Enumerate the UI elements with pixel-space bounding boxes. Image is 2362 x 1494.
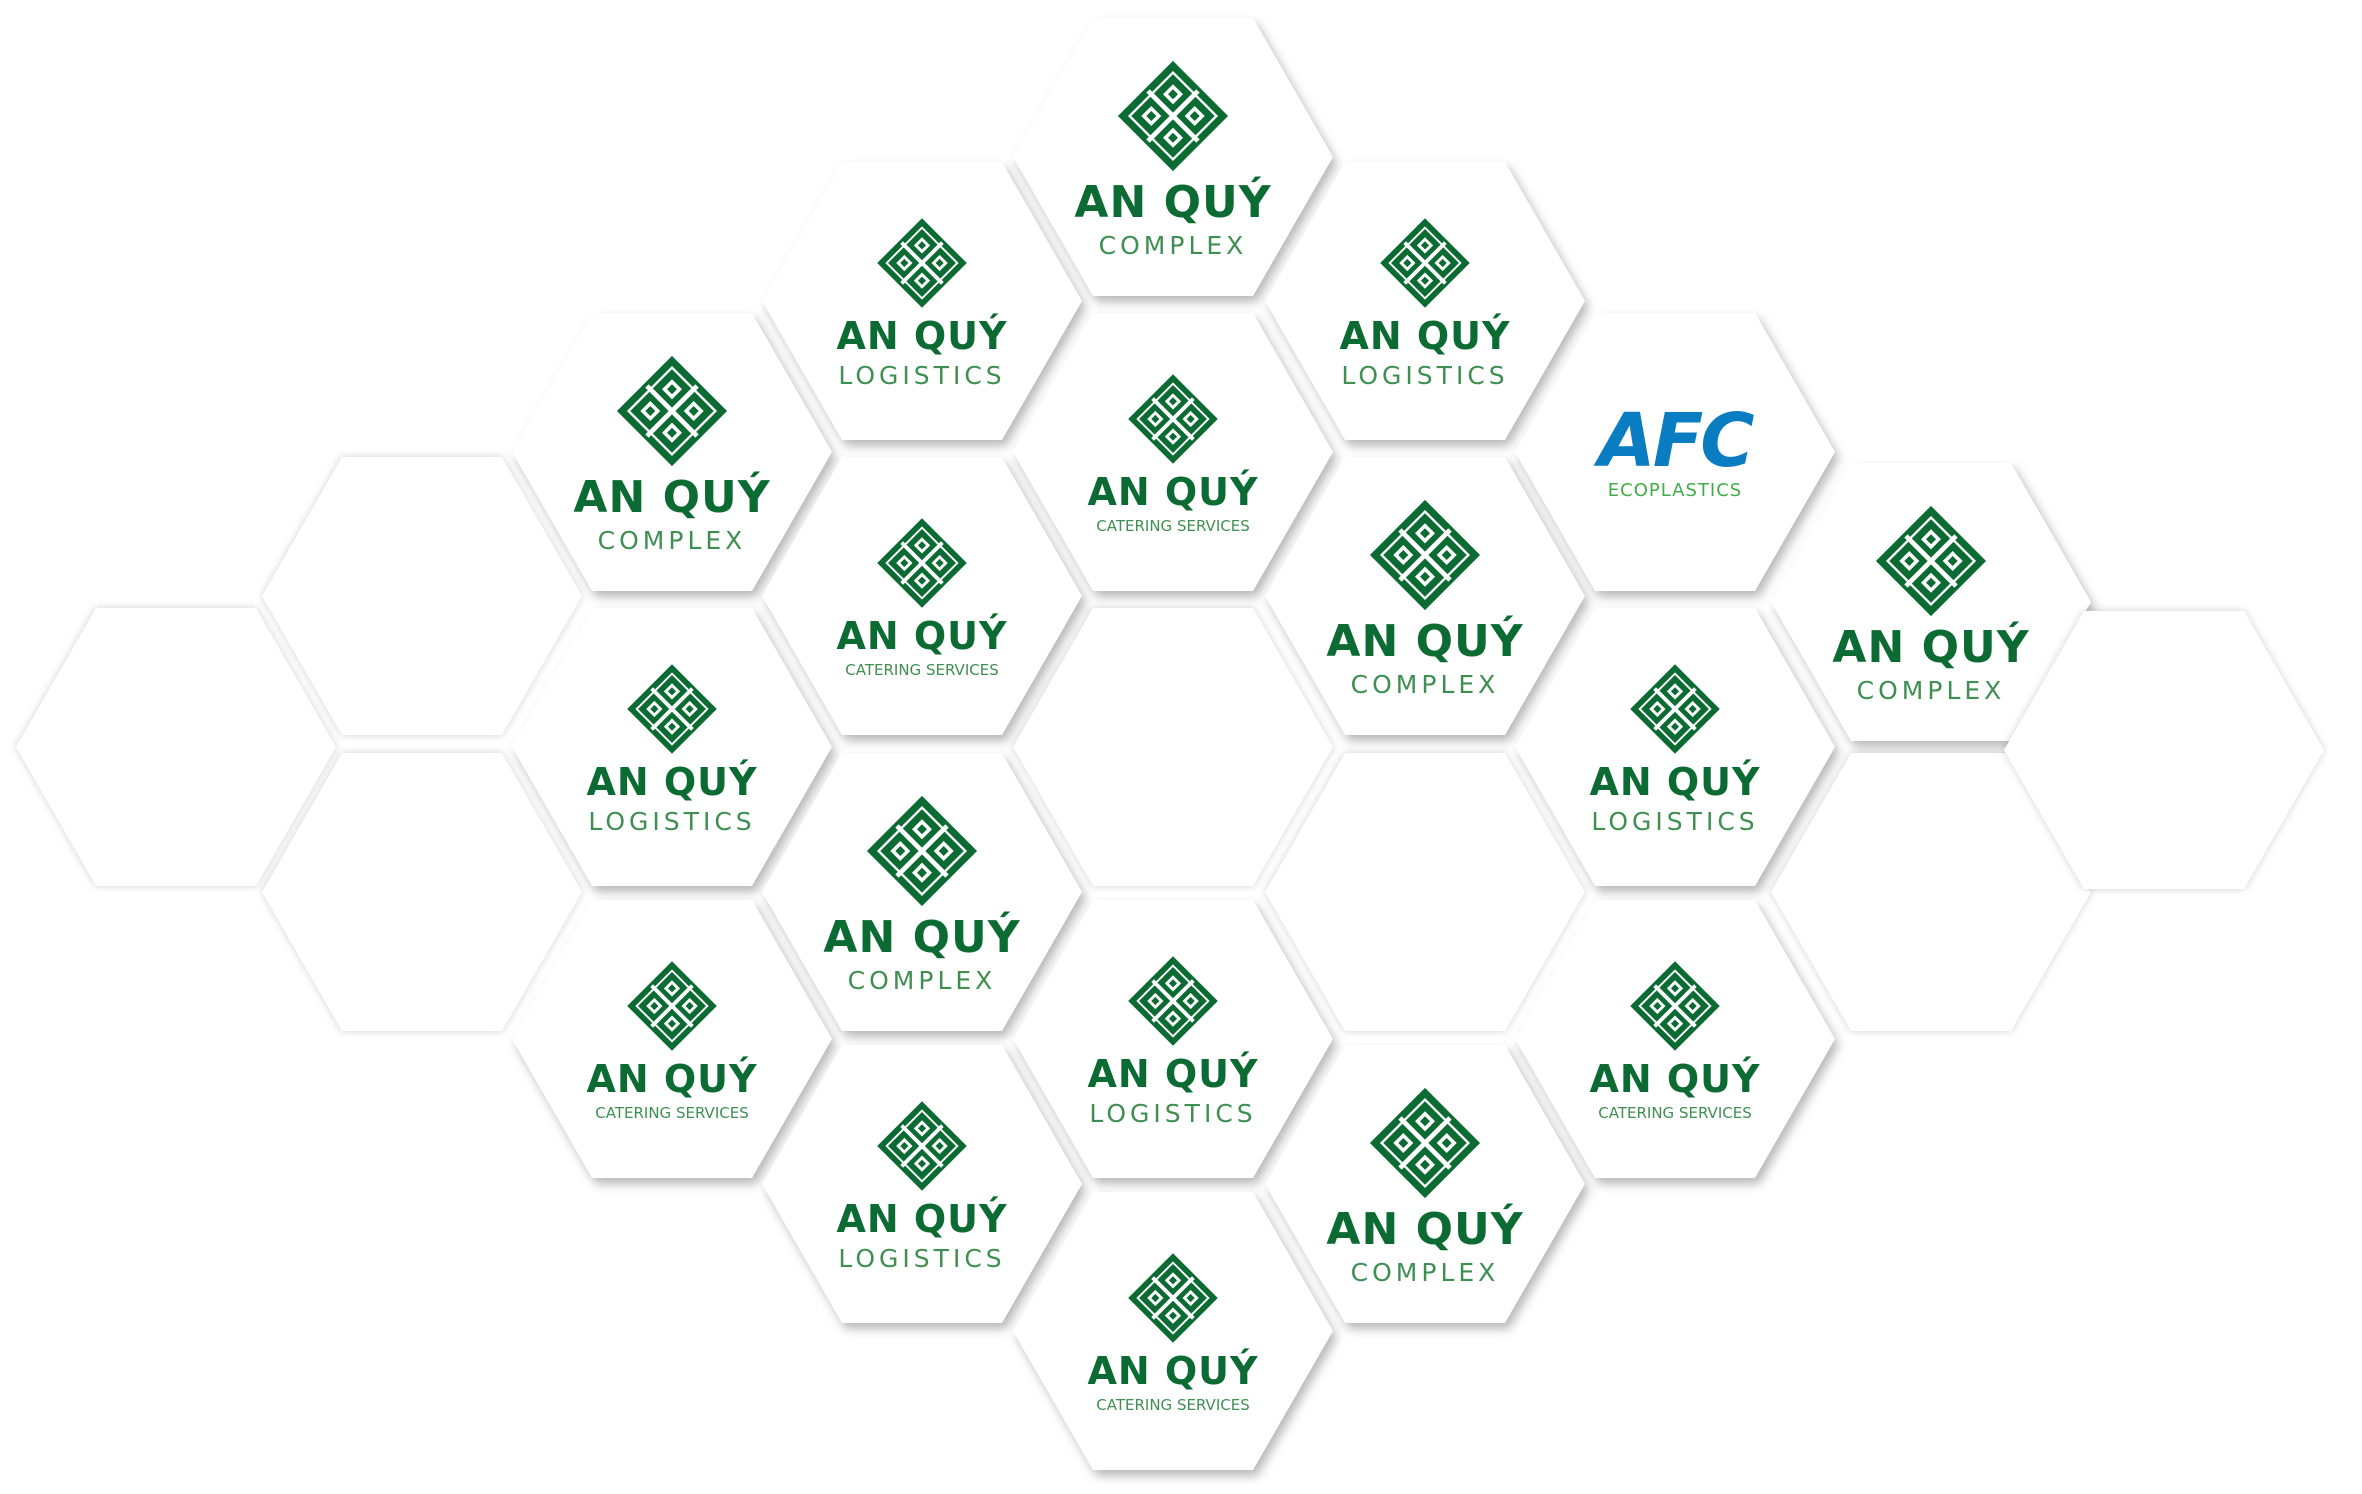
hexagon-tile: [1013, 608, 1333, 886]
hexagon-tile: AN QUÝ CATERING SERVICES: [1013, 313, 1333, 591]
hexagon-an-quy-catering-services[interactable]: AN QUÝ CATERING SERVICES: [762, 457, 1082, 735]
brand-subtitle: COMPLEX: [1350, 1257, 1500, 1287]
an-quy-knot-logo-icon: [877, 517, 967, 608]
empty-hexagon: [1265, 753, 1585, 1031]
brand-subtitle: CATERING SERVICES: [595, 1103, 749, 1122]
hexagon-an-quy-catering-services[interactable]: AN QUÝ CATERING SERVICES: [512, 900, 832, 1178]
hexagon-an-quy-catering-services[interactable]: AN QUÝ CATERING SERVICES: [1013, 1192, 1333, 1470]
hexagon-tile: AN QUÝ CATERING SERVICES: [1515, 900, 1835, 1178]
hexagon-an-quy-catering-services[interactable]: AN QUÝ CATERING SERVICES: [1515, 900, 1835, 1178]
hexagon-an-quy-catering-services[interactable]: AN QUÝ CATERING SERVICES: [1013, 313, 1333, 591]
an-quy-knot-logo-icon: [1630, 663, 1720, 754]
an-quy-knot-logo-icon: [866, 795, 978, 906]
brand-subtitle: COMPLEX: [1098, 230, 1248, 260]
brand-name: AN QUÝ: [1832, 621, 2030, 673]
empty-hexagon: [2004, 611, 2324, 889]
an-quy-knot-logo-icon: [877, 217, 967, 308]
an-quy-knot-logo-icon: [877, 1100, 967, 1191]
an-quy-knot-logo-icon: [1128, 1252, 1218, 1343]
an-quy-knot-logo-icon: [1369, 1087, 1481, 1198]
an-quy-knot-logo-icon: [1117, 60, 1229, 171]
brand-name: AN QUÝ: [586, 759, 758, 804]
hexagon-tile: AN QUÝ CATERING SERVICES: [1013, 1192, 1333, 1470]
brand-name: AN QUÝ: [1326, 1203, 1524, 1255]
brand-name: AN QUÝ: [1087, 1348, 1259, 1393]
brand-name: AN QUÝ: [823, 911, 1021, 963]
brand-subtitle: COMPLEX: [847, 965, 997, 995]
brand-name: AN QUÝ: [836, 313, 1008, 358]
an-quy-knot-logo-icon: [1875, 505, 1987, 616]
an-quy-knot-logo-icon: [1380, 217, 1470, 308]
empty-hexagon: [1013, 608, 1333, 886]
brand-subtitle: CATERING SERVICES: [1096, 516, 1250, 535]
brand-subtitle: LOGISTICS: [838, 360, 1006, 390]
brand-name: AN QUÝ: [586, 1056, 758, 1101]
brand-name: AN QUÝ: [1087, 1051, 1259, 1096]
brand-subtitle: CATERING SERVICES: [1096, 1395, 1250, 1414]
brand-name: AN QUÝ: [1326, 615, 1524, 667]
brand-name: AN QUÝ: [573, 471, 771, 523]
brand-name: AN QUÝ: [1074, 176, 1272, 228]
an-quy-knot-logo-icon: [1128, 373, 1218, 464]
brand-subtitle: COMPLEX: [597, 525, 747, 555]
an-quy-knot-logo-icon: [1369, 499, 1481, 610]
brand-subtitle: COMPLEX: [1350, 669, 1500, 699]
afc-logo: AFC: [1598, 397, 1754, 484]
brand-subtitle: LOGISTICS: [1591, 806, 1759, 836]
empty-hexagon: [16, 608, 336, 886]
an-quy-knot-logo-icon: [1630, 960, 1720, 1051]
brand-subtitle: CATERING SERVICES: [845, 660, 999, 679]
brand-name: AN QUÝ: [1339, 313, 1511, 358]
brand-name: AN QUÝ: [1589, 1056, 1761, 1101]
an-quy-knot-logo-icon: [616, 355, 728, 466]
brand-subtitle: CATERING SERVICES: [1598, 1103, 1752, 1122]
empty-hexagon: [262, 457, 582, 735]
hexagon-tile: [2004, 611, 2324, 889]
brand-name: AN QUÝ: [836, 613, 1008, 658]
brand-name: AN QUÝ: [1087, 469, 1259, 514]
an-quy-knot-logo-icon: [627, 960, 717, 1051]
brand-subtitle: LOGISTICS: [1341, 360, 1509, 390]
brand-subtitle: LOGISTICS: [838, 1243, 1006, 1273]
hexagon-tile: [1265, 753, 1585, 1031]
brand-subtitle: LOGISTICS: [588, 806, 756, 836]
an-quy-knot-logo-icon: [1128, 955, 1218, 1046]
an-quy-knot-logo-icon: [627, 663, 717, 754]
brand-subtitle: LOGISTICS: [1089, 1098, 1257, 1128]
brand-name: AN QUÝ: [836, 1196, 1008, 1241]
afc-subtitle: ECOPLASTICS: [1607, 479, 1743, 501]
brand-subtitle: COMPLEX: [1856, 675, 2006, 705]
brand-name: AN QUÝ: [1589, 759, 1761, 804]
empty-hexagon: [262, 753, 582, 1031]
